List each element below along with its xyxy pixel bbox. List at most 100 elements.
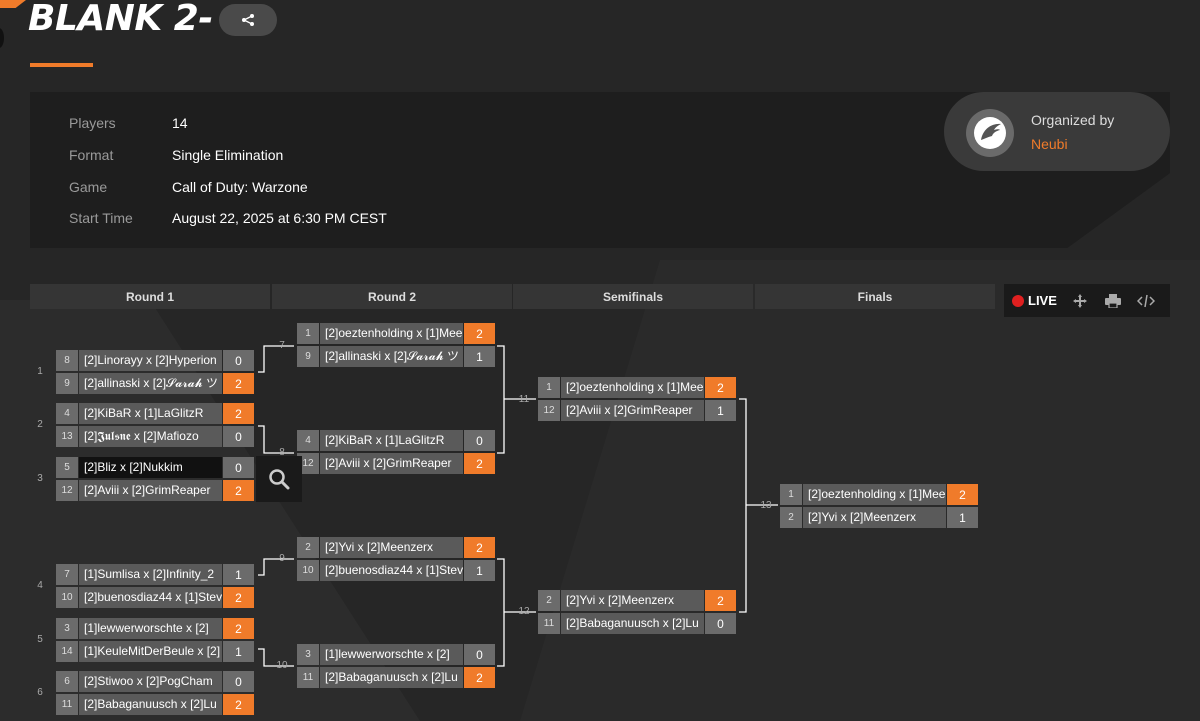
score-badge: 2 bbox=[464, 667, 495, 688]
seed-number: 8 bbox=[56, 350, 78, 371]
score-badge: 2 bbox=[223, 403, 254, 424]
team-name: [2]oeztenholding x [1]Mee bbox=[561, 377, 704, 398]
seed-number: 11 bbox=[56, 694, 78, 715]
seed-number: 1 bbox=[780, 484, 802, 505]
score-badge: 0 bbox=[464, 430, 495, 451]
zoom-button[interactable] bbox=[256, 456, 302, 502]
avatar bbox=[966, 109, 1014, 157]
score-badge: 2 bbox=[705, 590, 736, 611]
seed-number: 10 bbox=[56, 587, 78, 608]
team-name: [2]Yvi x [2]Meenzerx bbox=[561, 590, 704, 611]
bracket-toolbar: LIVE bbox=[1004, 284, 1170, 317]
live-button[interactable]: LIVE bbox=[1028, 293, 1057, 308]
score-badge: 2 bbox=[947, 484, 978, 505]
seed-number: 9 bbox=[56, 373, 78, 394]
team-name: [2]Linorayy x [2]Hyperion bbox=[79, 350, 222, 371]
match-number: 6 bbox=[37, 687, 43, 698]
seed-number: 13 bbox=[56, 426, 78, 447]
info-label: Format bbox=[69, 147, 114, 163]
organizer-name-link[interactable]: Neubi bbox=[1031, 136, 1068, 152]
team-name: [2]𝕵𝖚𝖑𝖘𝖓𝖊 x [2]Mafiozo bbox=[79, 426, 222, 447]
match-number: 1 bbox=[37, 366, 43, 377]
team-name: [2]allinaski x [2]𝓢𝓪𝓻𝓪𝓱 ツ bbox=[320, 346, 463, 367]
match-slot-bottom[interactable]: 14[1]KeuleMitDerBeule x [2]1 bbox=[56, 641, 254, 662]
score-badge: 0 bbox=[223, 671, 254, 692]
match-slot-top[interactable]: 3[1]lewwerworschte x [2]2 bbox=[56, 618, 254, 639]
score-badge: 1 bbox=[947, 507, 978, 528]
score-badge: 1 bbox=[464, 346, 495, 367]
info-value: Call of Duty: Warzone bbox=[172, 179, 308, 195]
score-badge: 1 bbox=[223, 641, 254, 662]
side-handle bbox=[0, 28, 4, 48]
seed-number: 5 bbox=[56, 457, 78, 478]
score-badge: 1 bbox=[705, 400, 736, 421]
team-name: [2]oeztenholding x [1]Mee bbox=[803, 484, 946, 505]
score-badge: 0 bbox=[223, 350, 254, 371]
seed-number: 11 bbox=[297, 667, 319, 688]
print-icon[interactable] bbox=[1104, 292, 1122, 310]
organizer-card[interactable]: Organized by Neubi bbox=[944, 92, 1170, 171]
seed-number: 9 bbox=[297, 346, 319, 367]
team-name: [2]KiBaR x [1]LaGlitzR bbox=[79, 403, 222, 424]
match-number: 4 bbox=[37, 580, 43, 591]
team-name: [2]Bliz x [2]Nukkim bbox=[79, 457, 222, 478]
score-badge: 1 bbox=[223, 564, 254, 585]
team-name: [2]Babaganuusch x [2]Lu bbox=[79, 694, 222, 715]
embed-code-icon[interactable] bbox=[1136, 292, 1155, 310]
match-slot-top[interactable]: 3[1]lewwerworschte x [2]0 bbox=[297, 644, 495, 665]
score-badge: 1 bbox=[464, 560, 495, 581]
share-button[interactable] bbox=[219, 4, 277, 36]
score-badge: 2 bbox=[464, 323, 495, 344]
info-label: Players bbox=[69, 115, 116, 131]
team-name: [2]Babaganuusch x [2]Lu bbox=[320, 667, 463, 688]
score-badge: 0 bbox=[223, 426, 254, 447]
team-name: [1]KeuleMitDerBeule x [2] bbox=[79, 641, 222, 662]
score-badge: 0 bbox=[464, 644, 495, 665]
seed-number: 11 bbox=[538, 613, 560, 634]
info-value: 14 bbox=[172, 115, 188, 131]
wing-logo-icon bbox=[974, 117, 1006, 149]
score-badge: 2 bbox=[223, 480, 254, 501]
team-name: [2]buenosdiaz44 x [1]Stev bbox=[79, 587, 222, 608]
score-badge: 2 bbox=[223, 694, 254, 715]
score-badge: 2 bbox=[223, 373, 254, 394]
team-name: [1]lewwerworschte x [2] bbox=[320, 644, 463, 665]
move-icon[interactable] bbox=[1071, 292, 1089, 310]
